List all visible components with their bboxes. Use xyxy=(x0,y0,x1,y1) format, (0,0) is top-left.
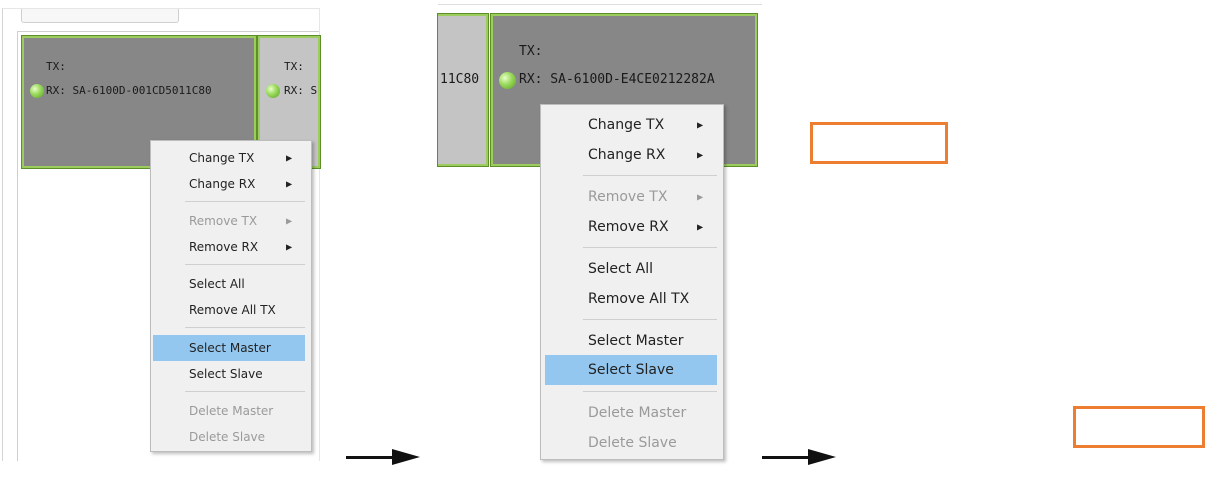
status-dot-icon xyxy=(499,72,516,89)
menu-item-label: Change RX xyxy=(588,147,666,163)
menu-separator xyxy=(185,327,305,328)
menu-item-label: Change TX xyxy=(588,117,665,133)
submenu-arrow-icon: ▶ xyxy=(697,150,704,160)
menu-item-select-all[interactable]: Select All xyxy=(541,255,723,283)
menu-item-select-slave[interactable]: Select Slave xyxy=(151,363,311,385)
menu-item-select-all[interactable]: Select All xyxy=(151,273,311,295)
right-arrow-head xyxy=(808,449,836,465)
highlight-box-1 xyxy=(810,122,948,164)
rx-label: RX: SA-6100D-001CD5011C80 xyxy=(46,84,212,97)
tab-strip[interactable] xyxy=(21,9,179,23)
menu-item-label: Remove RX xyxy=(189,240,259,254)
menu-item-label: Delete Master xyxy=(588,405,687,421)
rx-label: RX: S xyxy=(284,84,318,97)
menu-separator xyxy=(583,391,717,392)
menu-item-label: Select Master xyxy=(588,333,684,349)
menu-separator xyxy=(583,175,717,176)
menu-item-remove-all-tx[interactable]: Remove All TX xyxy=(541,285,723,313)
context-menu-middle: Change TX ▶ Change RX ▶ Remove TX ▶ Remo… xyxy=(540,104,724,460)
menu-item-delete-slave: Delete Slave xyxy=(151,426,311,448)
menu-item-change-tx[interactable]: Change TX ▶ xyxy=(151,147,311,169)
menu-item-label: Select All xyxy=(189,277,245,291)
submenu-arrow-icon: ▶ xyxy=(286,153,293,163)
menu-separator xyxy=(185,264,305,265)
menu-item-label: Select Master xyxy=(189,341,271,355)
menu-item-remove-rx[interactable]: Remove RX ▶ xyxy=(151,236,311,258)
menu-item-remove-all-tx[interactable]: Remove All TX xyxy=(151,299,311,321)
menu-item-label: Select Slave xyxy=(189,367,263,381)
menu-item-delete-slave: Delete Slave xyxy=(541,429,723,457)
menu-item-select-slave[interactable]: Select Slave xyxy=(545,355,717,385)
menu-item-label: Remove TX xyxy=(588,189,668,205)
right-arrow-icon xyxy=(762,456,810,459)
right-arrow-icon xyxy=(346,456,394,459)
menu-item-label: Delete Slave xyxy=(588,435,677,451)
submenu-arrow-icon: ▶ xyxy=(697,120,704,130)
rx-label: 11C80 xyxy=(440,72,480,87)
menu-separator xyxy=(583,319,717,320)
menu-item-label: Delete Master xyxy=(189,404,274,418)
menu-item-label: Change RX xyxy=(189,177,256,191)
menu-item-change-rx[interactable]: Change RX ▶ xyxy=(151,173,311,195)
menu-item-label: Change TX xyxy=(189,151,255,165)
status-dot-icon xyxy=(266,84,280,98)
highlight-box-2 xyxy=(1073,406,1205,448)
menu-separator xyxy=(185,201,305,202)
menu-item-delete-master: Delete Master xyxy=(541,399,723,427)
menu-item-label: Select All xyxy=(588,261,653,277)
rx-label: RX: SA-6100D-E4CE0212282A xyxy=(519,72,715,87)
menu-item-label: Delete Slave xyxy=(189,430,266,444)
tx-label: TX: xyxy=(46,60,66,73)
device-card-main[interactable]: TX: RX: SA-6100D-E4CE0212282A xyxy=(490,13,758,167)
menu-item-delete-master: Delete Master xyxy=(151,400,311,422)
right-arrow-head xyxy=(392,449,420,465)
menu-item-select-master[interactable]: Select Master xyxy=(153,335,305,361)
submenu-arrow-icon: ▶ xyxy=(697,192,704,202)
tx-label: TX: xyxy=(284,60,304,73)
menu-separator xyxy=(583,247,717,248)
submenu-arrow-icon: ▶ xyxy=(286,179,293,189)
context-menu-left: Change TX ▶ Change RX ▶ Remove TX ▶ Remo… xyxy=(150,140,312,452)
menu-separator xyxy=(185,391,305,392)
submenu-arrow-icon: ▶ xyxy=(286,216,293,226)
menu-item-change-rx[interactable]: Change RX ▶ xyxy=(541,141,723,169)
menu-item-remove-rx[interactable]: Remove RX ▶ xyxy=(541,213,723,241)
device-card-partial[interactable]: 11C80 xyxy=(437,13,489,167)
menu-item-remove-tx: Remove TX ▶ xyxy=(151,210,311,232)
menu-item-label: Select Slave xyxy=(588,362,674,378)
menu-item-label: Remove All TX xyxy=(189,303,276,317)
menu-item-change-tx[interactable]: Change TX ▶ xyxy=(541,111,723,139)
submenu-arrow-icon: ▶ xyxy=(286,242,293,252)
menu-item-label: Remove TX xyxy=(189,214,258,228)
menu-item-label: Remove All TX xyxy=(588,291,690,307)
status-dot-icon xyxy=(30,84,44,98)
menu-item-select-master[interactable]: Select Master xyxy=(541,327,723,355)
menu-item-label: Remove RX xyxy=(588,219,669,235)
menu-item-remove-tx: Remove TX ▶ xyxy=(541,183,723,211)
submenu-arrow-icon: ▶ xyxy=(697,222,704,232)
tx-label: TX: xyxy=(519,44,543,59)
